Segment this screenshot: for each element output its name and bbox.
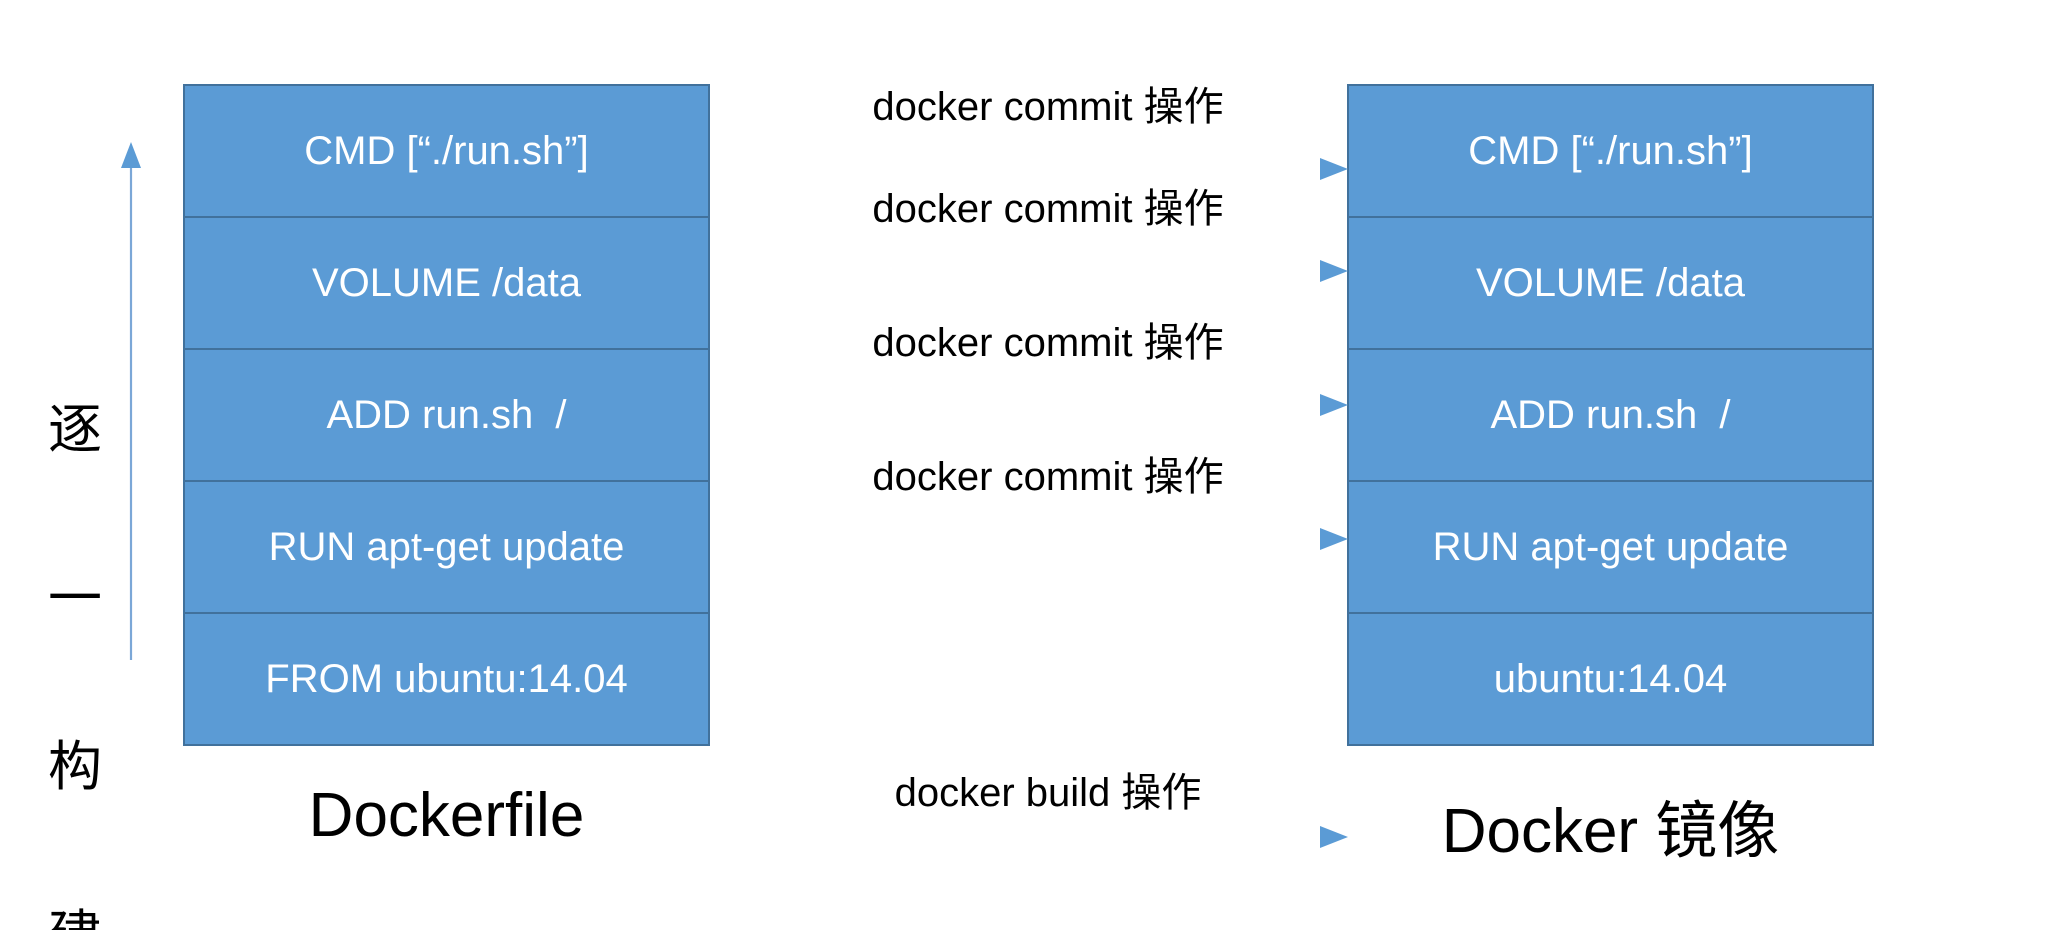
arrow-right-icon <box>748 394 1348 416</box>
build-direction-char: 建 <box>40 908 110 930</box>
commit-arrow-label: docker commit 操作 <box>872 455 1224 499</box>
build-arrow-label: docker build 操作 <box>894 771 1202 815</box>
commit-arrow-group: docker commit 操作 <box>748 176 1348 286</box>
commit-arrow-label: docker commit 操作 <box>872 85 1224 129</box>
commit-arrow-label: docker commit 操作 <box>872 187 1224 231</box>
arrow-up-icon <box>121 142 141 660</box>
arrow-right-icon <box>748 158 1348 180</box>
image-layer: CMD [“./run.sh”] <box>1347 84 1874 218</box>
dockerfile-layer: CMD [“./run.sh”] <box>183 84 710 218</box>
build-arrow-group: docker build 操作 <box>748 760 1348 870</box>
image-layer-stack: CMD [“./run.sh”] VOLUME /data ADD run.sh… <box>1347 84 1874 746</box>
arrow-right-icon <box>748 528 1348 550</box>
commit-arrow-label: docker commit 操作 <box>872 321 1224 365</box>
dockerfile-layer-stack: CMD [“./run.sh”] VOLUME /data ADD run.sh… <box>183 84 710 746</box>
build-direction-char: 构 <box>48 737 102 798</box>
commit-arrow-group: docker commit 操作 <box>748 310 1348 420</box>
commit-arrow-group: docker commit 操作 <box>748 74 1348 184</box>
image-layer: RUN apt-get update <box>1347 480 1874 614</box>
dockerfile-layer: FROM ubuntu:14.04 <box>183 612 710 746</box>
image-layer: VOLUME /data <box>1347 216 1874 350</box>
build-direction-label: 逐 一 构 建 <box>40 290 110 930</box>
arrow-right-icon <box>748 260 1348 282</box>
arrow-right-icon <box>748 826 1348 848</box>
commit-arrow-group: docker commit 操作 <box>748 444 1348 554</box>
image-caption: Docker 镜像 <box>1441 797 1780 866</box>
dockerfile-layer: VOLUME /data <box>183 216 710 350</box>
dockerfile-caption: Dockerfile <box>308 781 585 850</box>
build-direction-char: 一 <box>48 568 102 629</box>
dockerfile-layer: RUN apt-get update <box>183 480 710 614</box>
build-direction-char: 逐 <box>48 400 102 461</box>
dockerfile-layer: ADD run.sh / <box>183 348 710 482</box>
image-layer: ADD run.sh / <box>1347 348 1874 482</box>
image-layer: ubuntu:14.04 <box>1347 612 1874 746</box>
